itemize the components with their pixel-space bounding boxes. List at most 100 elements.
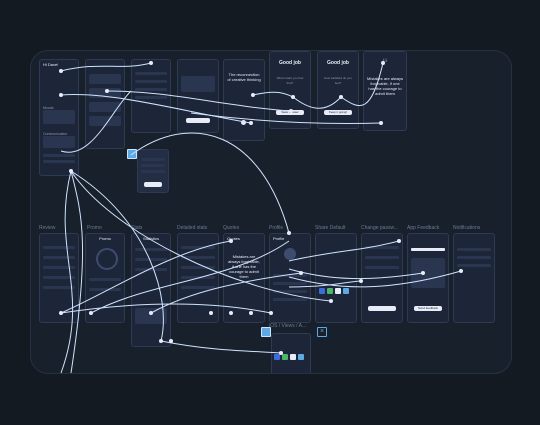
feedback-input[interactable] [411, 258, 445, 288]
avatar[interactable] [284, 248, 296, 260]
app-feedback-screen[interactable]: Send feedback [407, 233, 449, 323]
list-item[interactable] [273, 282, 307, 285]
chart-card [135, 308, 167, 324]
list-item[interactable] [43, 286, 75, 289]
close-icon[interactable]: × [317, 327, 327, 337]
rating-stars[interactable] [411, 248, 445, 251]
good-job-title: Good job [279, 60, 301, 66]
frame-label-share-default: Share Default [315, 225, 346, 231]
notification-toggle[interactable] [457, 264, 491, 267]
good-job-subtitle: How satisfied do you feel? [324, 76, 352, 85]
start-button[interactable] [186, 118, 210, 123]
list-item[interactable] [43, 256, 75, 259]
list-item[interactable] [273, 298, 307, 301]
frame-label-notifications: Notifications [453, 225, 481, 231]
share-app-icons[interactable] [273, 348, 305, 366]
share-app-icon[interactable] [319, 288, 325, 294]
list-item[interactable] [181, 266, 215, 269]
keep-going-button[interactable]: Keep it going! [324, 110, 352, 115]
component-handle-icon[interactable] [261, 327, 271, 337]
share-app-icon[interactable] [282, 354, 288, 360]
save-password-button[interactable] [368, 306, 396, 311]
stats-screen[interactable]: Statistics [131, 233, 171, 347]
reviews-screen[interactable] [39, 233, 79, 323]
frame-label-profile: Profile [269, 225, 284, 231]
selection-handle-icon[interactable] [127, 149, 137, 159]
good-job-screen-2[interactable]: Good job How satisfied do you feel? Keep… [317, 51, 359, 129]
meditation-card-screen[interactable] [177, 59, 219, 133]
frame-label-reviews: Review [39, 225, 56, 231]
menu-item[interactable] [141, 158, 165, 161]
list-item[interactable] [89, 102, 121, 112]
menu-item[interactable] [141, 164, 165, 167]
list-item[interactable] [135, 268, 167, 271]
list-item[interactable] [273, 290, 307, 293]
list-item[interactable] [135, 96, 167, 99]
meditation-screen[interactable]: The reconnection of creative thinking [223, 59, 265, 141]
dropdown-overlay[interactable] [137, 149, 169, 193]
password-field[interactable] [365, 266, 399, 269]
quotes-screen[interactable]: Quotes Mistakes are always forgivable, i… [223, 233, 265, 323]
mood-card[interactable] [43, 110, 75, 124]
home-greeting: Hi Dave! [43, 62, 59, 67]
good-job-screen-1[interactable]: Good job What made you feel that? Save a… [269, 51, 311, 129]
frame-label-ios-views: iOS / Views / A... [269, 323, 307, 329]
list-item[interactable] [89, 278, 121, 281]
list-item[interactable] [43, 276, 75, 279]
confirm-button[interactable] [144, 182, 162, 187]
save-answer-button[interactable]: Save answer [276, 110, 304, 115]
detailed-stats-screen[interactable] [177, 233, 219, 323]
menu-item[interactable] [141, 170, 165, 173]
touch-screen[interactable] [85, 59, 125, 149]
ios-share-sheet[interactable] [271, 333, 311, 373]
list-item[interactable] [89, 74, 121, 84]
frame-label-stats: Stats [131, 225, 143, 231]
quote-text: Mistakes are always forgivable, if one h… [228, 254, 260, 279]
list-item[interactable] [135, 80, 167, 83]
share-app-icon[interactable] [327, 288, 333, 294]
play-icon[interactable] [241, 120, 246, 125]
notification-toggle[interactable] [457, 248, 491, 251]
frame-label-quotes: Quotes [223, 225, 240, 231]
list-item[interactable] [135, 88, 167, 91]
share-default-screen[interactable] [315, 233, 357, 323]
share-app-icon[interactable] [343, 288, 349, 294]
list-item[interactable] [181, 286, 215, 289]
promo-title: Promo [99, 236, 111, 241]
communication-card[interactable] [43, 136, 75, 148]
list-item[interactable] [89, 288, 121, 291]
list-item[interactable] [181, 256, 215, 259]
prototype-canvas[interactable]: Hi Dave! Moods Communication The reconne… [30, 50, 512, 374]
quote-screen[interactable]: “ Mistakes are always forgivable, if one… [363, 51, 407, 131]
send-feedback-button[interactable]: Send feedback [414, 306, 442, 311]
share-app-icons[interactable] [318, 282, 350, 300]
list-item[interactable] [43, 266, 75, 269]
list-item[interactable] [89, 88, 121, 98]
password-field[interactable] [365, 246, 399, 249]
profile-screen[interactable]: Profile [269, 233, 311, 323]
list-item[interactable] [181, 246, 215, 249]
promo-screen[interactable]: Promo [85, 233, 125, 323]
list-item[interactable] [89, 116, 121, 126]
home-screen[interactable]: Hi Dave! Moods Communication [39, 59, 79, 176]
notification-toggle[interactable] [457, 256, 491, 259]
share-app-icon[interactable] [274, 354, 280, 360]
change-password-screen[interactable] [361, 233, 403, 323]
list-item[interactable] [43, 246, 75, 249]
share-app-icon[interactable] [335, 288, 341, 294]
list-item[interactable] [135, 258, 167, 261]
list-item[interactable] [273, 274, 307, 277]
share-app-icon[interactable] [290, 354, 296, 360]
activity-screen[interactable] [131, 59, 171, 133]
password-field[interactable] [365, 256, 399, 259]
meditation-card[interactable] [181, 76, 215, 92]
list-item[interactable] [43, 160, 75, 163]
list-item[interactable] [135, 72, 167, 75]
profile-title: Profile [273, 236, 285, 241]
list-item[interactable] [181, 276, 215, 279]
list-item[interactable] [135, 248, 167, 251]
list-item[interactable] [43, 154, 75, 157]
notifications-screen[interactable] [453, 233, 495, 323]
mood-label: Moods [43, 106, 54, 110]
share-app-icon[interactable] [298, 354, 304, 360]
